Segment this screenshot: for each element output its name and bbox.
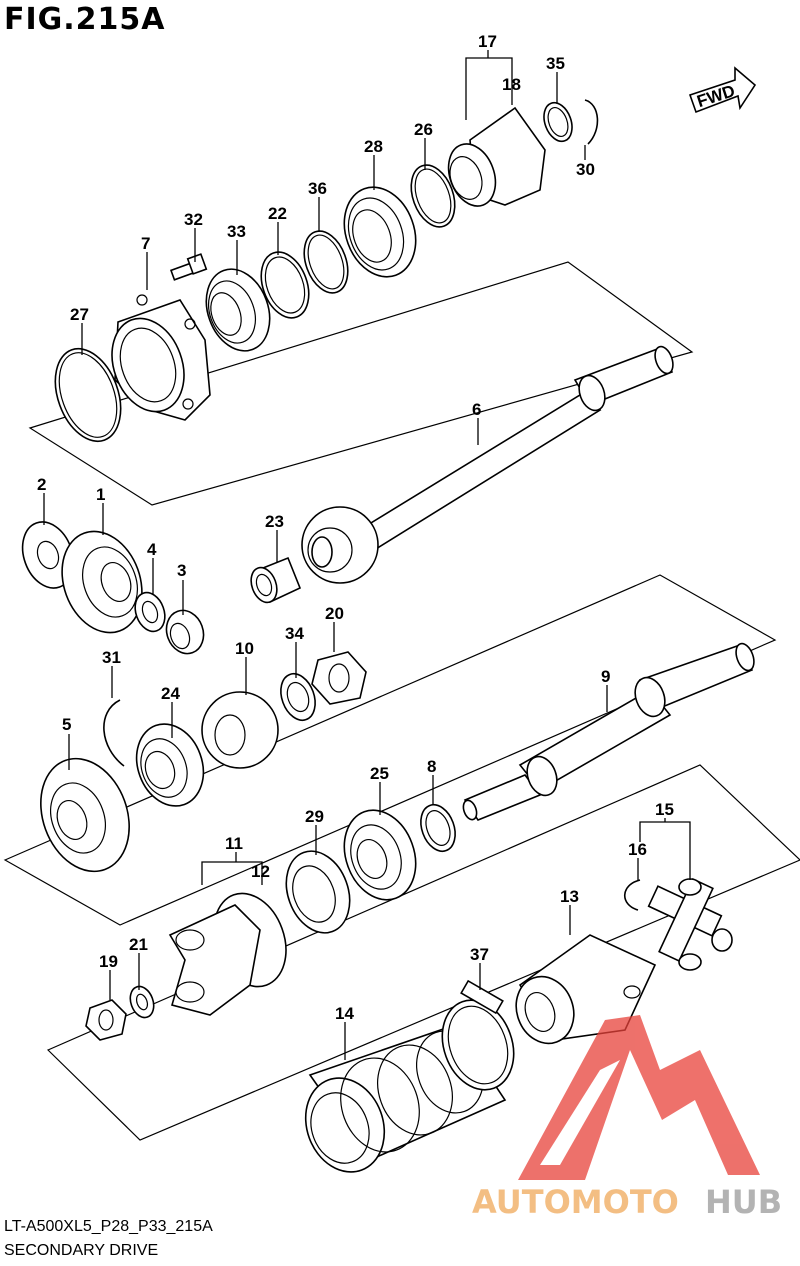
bevel-gear-5 [40,757,130,873]
callout-27: 27 [70,305,89,324]
callout-17: 17 [478,32,497,51]
drive-gear-on-shaft [301,506,379,584]
callout-32: 32 [184,210,203,229]
nut-19 [85,999,127,1041]
figure-subtitle: SECONDARY DRIVE [4,1242,159,1259]
needle-bearing-23 [250,556,302,604]
callout-37: 37 [470,945,489,964]
ring-8 [420,803,456,853]
callout-10: 10 [235,639,254,658]
spider-15 [647,878,733,971]
callout-24: 24 [161,684,180,703]
figure-title: FIG.215A [4,2,166,37]
bearing-33 [205,268,271,352]
snap-ring-30 [584,99,599,145]
oil-seal-28 [343,186,417,278]
panel-outlines [3,261,800,1141]
fwd-arrow-icon: FWD [688,66,757,114]
bearing-housing-7 [111,294,211,421]
shaft-9 [462,642,755,821]
bevel-gear-1 [61,530,143,634]
callout-23: 23 [265,512,284,531]
callout-26: 26 [414,120,433,139]
leader-lines [43,50,691,1060]
callout-30: 30 [576,160,595,179]
callout-25: 25 [370,764,389,783]
callout-15: 15 [655,800,674,819]
joint-yoke-13 [515,934,657,1045]
callout-4: 4 [147,540,157,559]
watermark-logo-icon [518,1015,760,1180]
o-ring-27 [54,347,122,443]
clamp-37 [441,979,515,1091]
watermark-text-a: AUTOMOTO [472,1183,679,1221]
callout-12: 12 [251,862,270,881]
callout-21: 21 [129,935,148,954]
shaft-6 [328,345,674,566]
callout-9: 9 [601,667,610,686]
callout-28: 28 [364,137,383,156]
callout-36: 36 [308,179,327,198]
callout-8: 8 [427,757,436,776]
callout-29: 29 [305,807,324,826]
fwd-label: FWD [695,81,738,111]
bolt-32 [169,253,208,281]
callout-35: 35 [546,54,565,73]
callout-13: 13 [560,887,579,906]
callout-16: 16 [628,840,647,859]
washer-21 [129,985,155,1019]
figure-code: LT-A500XL5_P28_P33_215A [4,1218,213,1235]
callout-6: 6 [472,400,481,419]
callout-18: 18 [502,75,521,94]
sleeve-18 [447,106,546,207]
callout-34: 34 [285,624,304,643]
oil-seal-29 [285,850,351,934]
callout-2: 2 [37,475,46,494]
callout-33: 33 [227,222,246,241]
callout-5: 5 [62,715,71,734]
gear-10 [201,691,279,769]
yoke-11-12 [168,892,287,1016]
clip-16 [623,879,641,911]
callout-31: 31 [102,648,121,667]
nut-3 [165,609,205,655]
ring-35 [543,101,573,143]
circlip-36 [303,230,349,294]
automotohub-watermark: AUTOMOTO HUB [472,1015,782,1221]
ring-26 [410,164,456,228]
bearing-24 [135,723,205,807]
callout-11: 11 [225,834,243,853]
callout-14: 14 [335,1004,354,1023]
clip-31 [103,699,125,767]
callout-22: 22 [268,204,287,223]
nut-20 [311,651,367,705]
callout-19: 19 [99,952,118,971]
callout-3: 3 [177,561,186,580]
watermark-text-b: HUB [705,1183,782,1221]
washer-4 [134,591,166,633]
callout-labels: 1 2 3 4 5 6 7 8 9 10 11 12 13 14 15 16 1… [37,32,674,1023]
callout-20: 20 [325,604,344,623]
bearing-25 [343,809,417,901]
callout-7: 7 [141,234,150,253]
callout-1: 1 [96,485,105,504]
